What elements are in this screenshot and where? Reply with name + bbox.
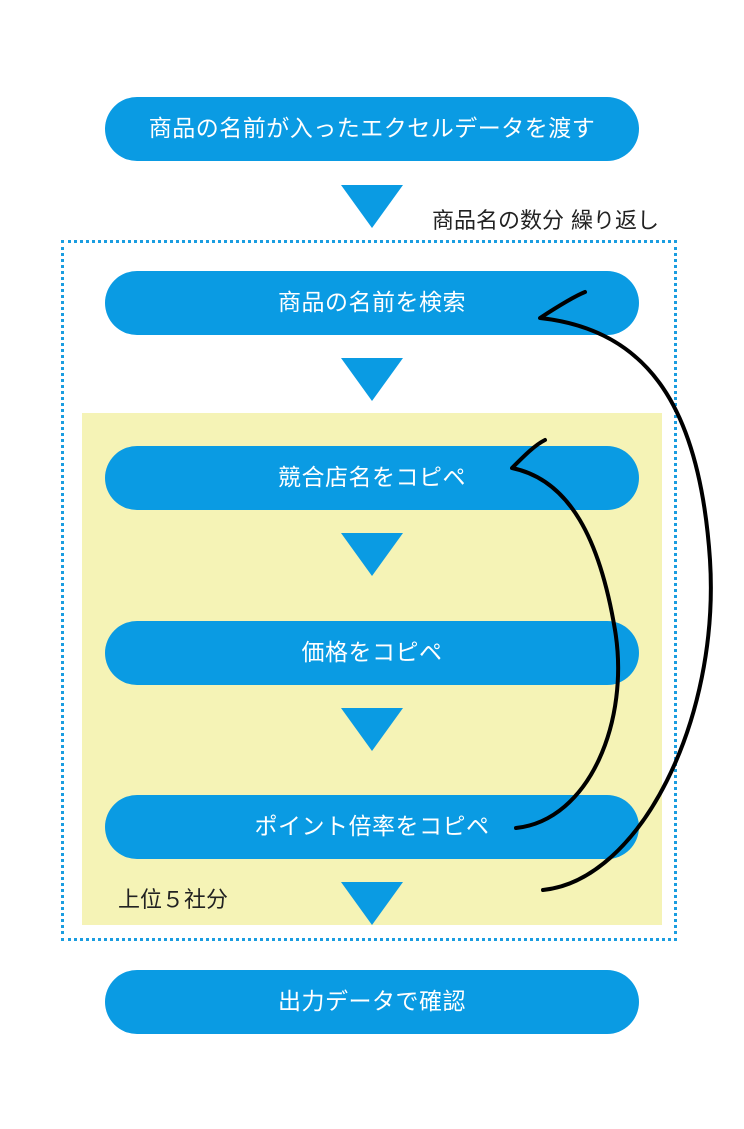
step-search: 商品の名前を検索	[105, 271, 639, 335]
down-arrow-2	[341, 358, 403, 401]
down-arrow-1	[341, 185, 403, 228]
step-start: 商品の名前が入ったエクセルデータを渡す	[105, 97, 639, 161]
inner-loop-label: 上位５社分	[118, 888, 229, 913]
down-arrow-5	[341, 882, 403, 925]
step-output: 出力データで確認	[105, 970, 639, 1034]
down-arrow-3	[341, 533, 403, 576]
step-competitor: 競合店名をコピペ	[105, 446, 639, 510]
down-arrow-4	[341, 708, 403, 751]
step-points: ポイント倍率をコピペ	[105, 795, 639, 859]
step-price: 価格をコピペ	[105, 621, 639, 685]
outer-loop-label: 商品名の数分 繰り返し	[432, 209, 659, 234]
